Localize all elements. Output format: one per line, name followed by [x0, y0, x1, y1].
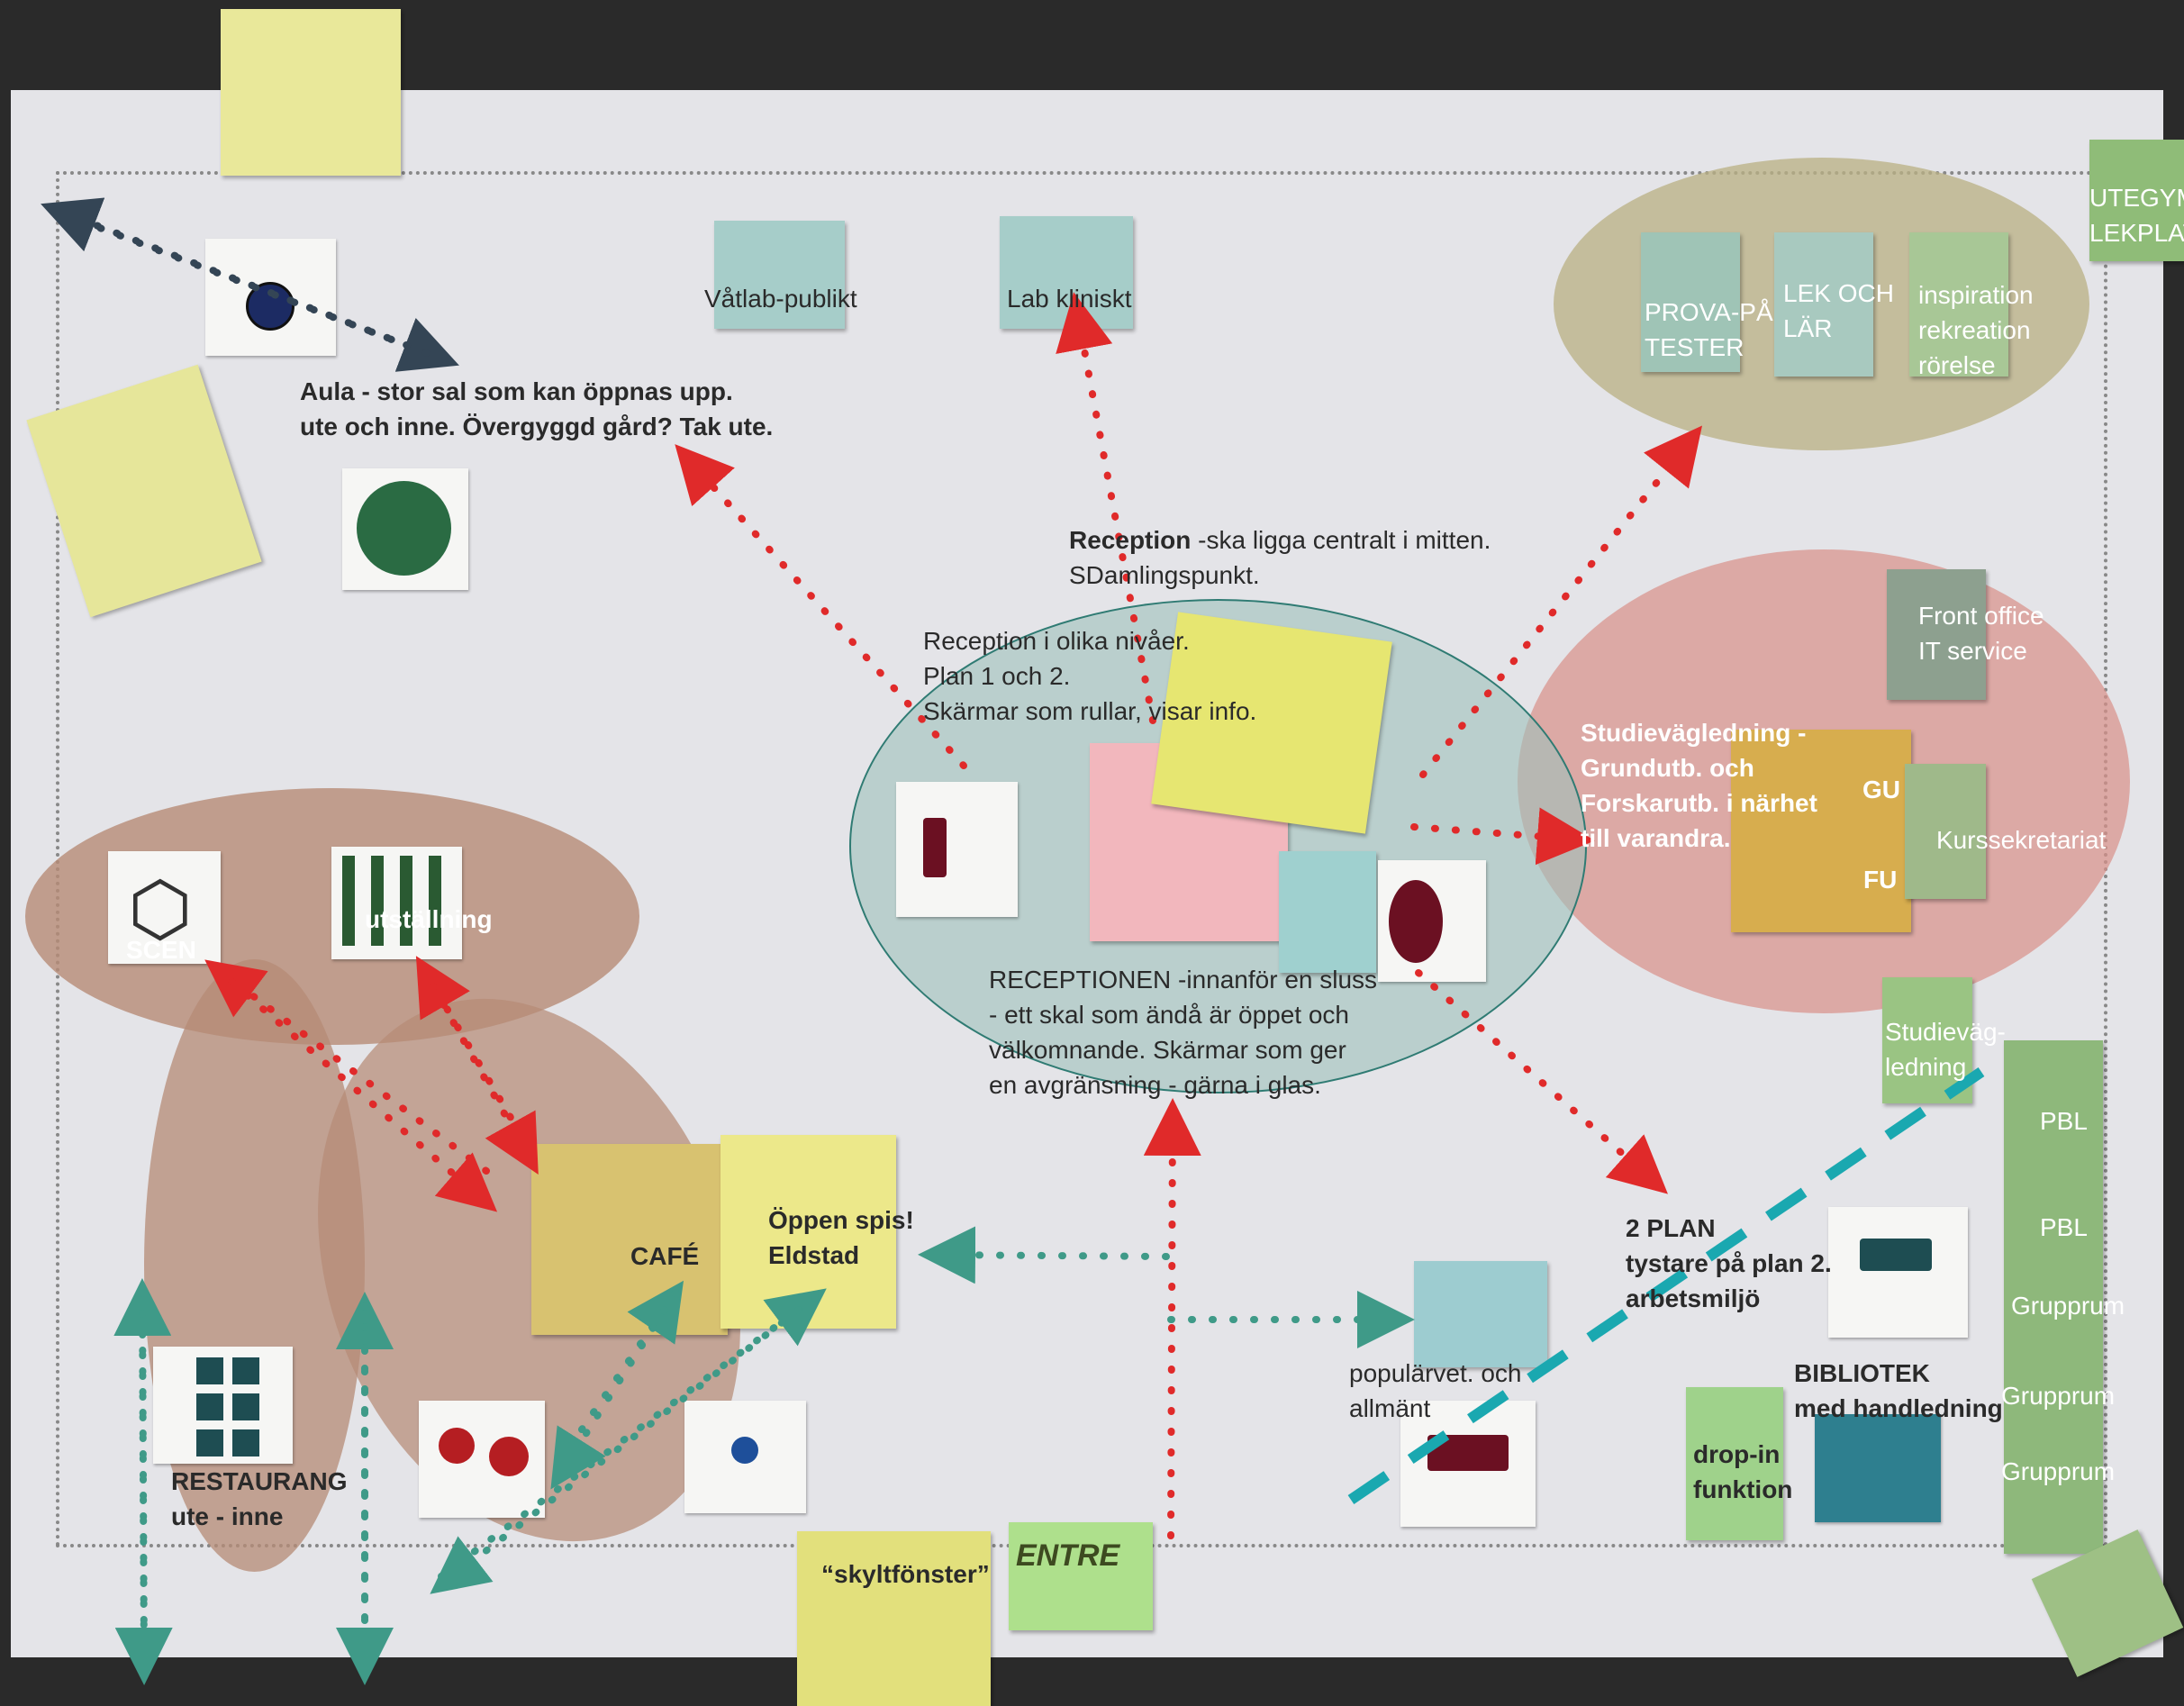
teal-dotted-arrow [113, 1226, 1415, 1685]
restaurang-label: RESTAURANG ute - inne [171, 1467, 348, 1530]
scen-label: SCEN [126, 936, 196, 964]
reception-central-label: Reception -ska ligga centralt i mitten. … [1069, 522, 1491, 593]
grupprum-label: Grupprum [2001, 1457, 2116, 1485]
hexagon-stage-icon: ⬡ [108, 851, 221, 964]
front-office-label: Front office IT service [1918, 602, 2044, 665]
sticky-note [1009, 1522, 1153, 1630]
pbl-label: PBL [2040, 1107, 2088, 1135]
sticky-note [1414, 1261, 1547, 1367]
bookshelf-icon [1815, 1414, 1941, 1522]
studievagledning-label: Studievägledning - Grundutb. och Forskar… [1581, 719, 1817, 852]
sticky-note [2089, 140, 2184, 261]
lab-kliniskt-label: Lab kliniskt [1007, 285, 1132, 313]
sticky-note [1686, 1387, 1783, 1540]
sticky-note [1279, 851, 1376, 973]
receptionen-label: RECEPTIONEN -innanför en sluss - ett ska… [989, 966, 1378, 1099]
sticky-note [1731, 730, 1911, 932]
meeting-table-icon [896, 782, 1018, 917]
grupprum-label: Grupprum [2011, 1292, 2125, 1320]
dark-dotted-arrow [41, 197, 459, 372]
lek-och-lar-label: LEK OCH LÄR [1783, 279, 1894, 342]
pbl-label: PBL [2040, 1213, 2088, 1241]
sticky-note [1909, 232, 2008, 377]
round-table-icon [205, 239, 336, 356]
bibliotek-label: BIBLIOTEK med handledning [1794, 1359, 2003, 1422]
kurssekretariat-label: Kurssekretariat [1936, 826, 2107, 854]
dropin-label: drop-in funktion [1693, 1440, 1793, 1503]
restaurant-tables-icon [153, 1347, 293, 1464]
reception-description: -ska ligga centralt i mitten. SDamlingsp… [1069, 526, 1491, 589]
oval-table-icon [1378, 860, 1486, 982]
sticky-note [1641, 232, 1740, 372]
utstallning-label: utställning [365, 905, 493, 933]
round-tables-icon [419, 1401, 545, 1518]
exhibition-icon [331, 847, 462, 959]
utegym-label: UTEGYM LEKPLAT [2089, 184, 2184, 247]
red-dotted-arrow [204, 292, 1702, 1539]
sticky-note [2004, 1040, 2103, 1554]
vatlab-label: Våtlab-publikt [704, 285, 857, 313]
round-table-icon [684, 1401, 806, 1513]
fu-label: FU [1863, 866, 1898, 894]
inspiration-label: inspiration rekreation rörelse [1918, 281, 2034, 379]
green-circle-icon [342, 468, 468, 590]
plan2-label: 2 PLAN tystare på plan 2. arbetsmiljö [1626, 1214, 1832, 1312]
oppen-spis-label: Öppen spis! Eldstad [768, 1206, 914, 1269]
entre-label: ENTRE [1016, 1538, 1120, 1573]
popularvet-label: populärvet. och allmänt [1349, 1359, 1522, 1422]
reception-levels-label: Reception i olika nivåer. Plan 1 och 2. … [923, 627, 1257, 725]
floor-divider-dashed-line [1347, 1067, 1985, 1504]
studievag-label: Studieväg- ledning [1885, 1018, 2006, 1081]
sticky-note [714, 221, 845, 329]
cafe-label: CAFÉ [630, 1242, 700, 1270]
sticky-note [1887, 569, 1986, 700]
sticky-note [797, 1531, 991, 1706]
sticky-note [1905, 764, 1986, 899]
classroom-icon [1828, 1207, 1968, 1338]
grupprum-label: Grupprum [2001, 1382, 2116, 1410]
gu-label: GU [1862, 776, 1900, 803]
sticky-note [221, 9, 401, 176]
prova-pa-label: PROVA-PÅ TESTER [1645, 298, 1773, 361]
sticky-note [1774, 232, 1873, 377]
reception-title: Reception [1069, 526, 1192, 554]
aula-label: Aula - stor sal som kan öppnas upp. ute … [300, 377, 774, 440]
skyltfonster-label: “skyltfönster” [821, 1560, 990, 1588]
